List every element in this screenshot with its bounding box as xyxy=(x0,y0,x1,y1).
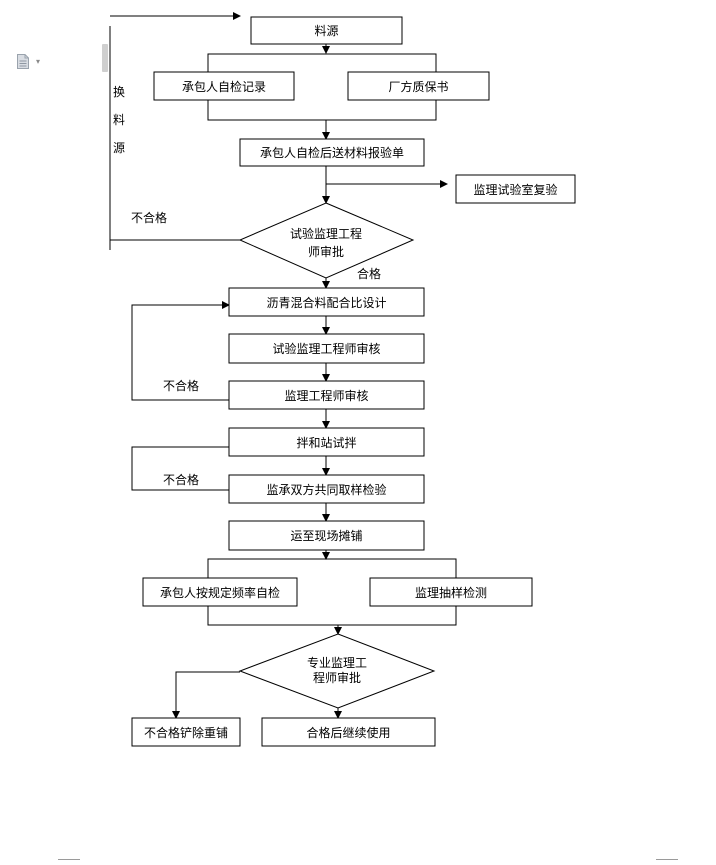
decision-test-engineer-line1: 试验监理工程 xyxy=(290,226,362,241)
decision-test-engineer-line2: 师审批 xyxy=(308,244,344,259)
node-source-label: 料源 xyxy=(314,24,338,38)
node-test-engineer-review-label: 试验监理工程师审核 xyxy=(272,341,380,356)
edge-label-fail-1: 不合格 xyxy=(131,210,167,225)
edge-label-fail-3: 不合格 xyxy=(163,472,199,487)
node-engineer-review: 监理工程师审核 xyxy=(228,380,425,410)
node-lab-recheck-label: 监理试验室复验 xyxy=(473,182,557,197)
scroll-indicator[interactable] xyxy=(102,44,108,72)
node-lab-recheck: 监理试验室复验 xyxy=(455,174,576,204)
node-submit-test: 承包人自检后送材料报验单 xyxy=(239,138,425,167)
connector-lines xyxy=(109,12,457,719)
node-self-check-record: 承包人自检记录 xyxy=(153,71,295,101)
node-mix-design-label: 沥青混合料配合比设计 xyxy=(266,295,386,310)
node-pass-continue: 合格后继续使用 xyxy=(261,717,436,747)
node-supervisor-sampling-label: 监理抽样检测 xyxy=(415,585,487,600)
decision-specialist: 专业监理工 程师审批 xyxy=(238,633,436,709)
edge-label-change-source-2: 料 xyxy=(113,113,125,127)
edge-label-pass-1: 合格 xyxy=(357,266,381,281)
node-engineer-review-label: 监理工程师审核 xyxy=(284,388,368,403)
node-submit-test-label: 承包人自检后送材料报验单 xyxy=(260,145,404,160)
node-transport-spread-label: 运至现场摊铺 xyxy=(290,529,362,543)
edge-label-change-source: 换 料 源 xyxy=(113,85,125,155)
node-factory-cert-label: 厂方质保书 xyxy=(388,79,448,94)
node-contractor-selfcheck-label: 承包人按规定频率自检 xyxy=(160,585,280,600)
edge-label-change-source-1: 换 xyxy=(113,85,125,99)
node-fail-remove-label: 不合格铲除重铺 xyxy=(144,725,228,740)
node-plant-trial: 拌和站试拌 xyxy=(228,427,425,457)
node-pass-continue-label: 合格后继续使用 xyxy=(306,725,390,740)
node-joint-sampling: 监承双方共同取样检验 xyxy=(228,474,425,504)
edge-label-fail-2: 不合格 xyxy=(163,378,199,393)
page-corner-mark-left xyxy=(58,859,80,860)
node-contractor-selfcheck: 承包人按规定频率自检 xyxy=(142,577,298,607)
decision-test-engineer: 试验监理工程 师审批 xyxy=(238,202,415,279)
chevron-down-icon[interactable]: ▾ xyxy=(36,57,41,66)
node-factory-cert: 厂方质保书 xyxy=(347,71,490,101)
node-test-engineer-review: 试验监理工程师审核 xyxy=(228,333,425,364)
page-corner-mark-right xyxy=(656,859,678,860)
node-joint-sampling-label: 监承双方共同取样检验 xyxy=(266,482,386,497)
node-plant-trial-label: 拌和站试拌 xyxy=(296,435,356,450)
node-mix-design: 沥青混合料配合比设计 xyxy=(228,287,425,317)
node-transport-spread: 运至现场摊铺 xyxy=(228,520,425,551)
node-source: 料源 xyxy=(250,16,403,45)
node-supervisor-sampling: 监理抽样检测 xyxy=(369,577,533,607)
node-fail-remove: 不合格铲除重铺 xyxy=(131,717,241,747)
document-icon[interactable] xyxy=(17,54,29,69)
decision-specialist-line2: 程师审批 xyxy=(313,670,361,685)
decision-specialist-line1: 专业监理工 xyxy=(307,655,367,670)
node-self-check-record-label: 承包人自检记录 xyxy=(182,79,266,94)
edge-label-change-source-3: 源 xyxy=(113,141,125,155)
